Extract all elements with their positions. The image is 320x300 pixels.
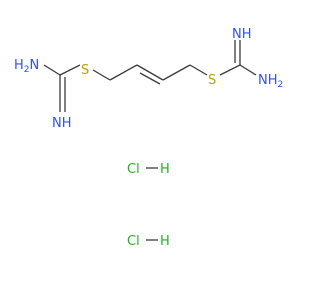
hcl-2-chlorine-label: Cl (127, 234, 140, 249)
left-amine-label: H2N (14, 58, 39, 75)
bond-chain-double-a (136, 64, 164, 81)
bond-chain-1 (109, 64, 138, 81)
bond-left-sulfur-ch2 (92, 69, 111, 81)
bond-right-carbon-amine (239, 64, 257, 76)
left-sulfur-label: S (81, 63, 89, 78)
hcl-1-chlorine-label: Cl (127, 162, 140, 177)
hcl-2-hydrogen-label: H (160, 234, 170, 249)
right-amine-label: NH2 (258, 73, 283, 90)
bond-chain-double-b (139, 72, 161, 85)
bond-left-amine-carbon (43, 64, 61, 76)
bond-chain-3 (162, 64, 191, 81)
bond-right-ch2-sulfur (189, 64, 208, 76)
bond-right-sulfur-carbon (219, 64, 241, 76)
bond-left-carbon-sulfur (59, 64, 81, 76)
chemical-structure: H2N NH S S NH NH2 Cl H Cl H (14, 27, 283, 249)
left-imine-label: NH (52, 116, 72, 131)
right-sulfur-label: S (208, 73, 216, 88)
hcl-1-hydrogen-label: H (160, 162, 170, 177)
right-imine-label: NH (232, 27, 252, 42)
